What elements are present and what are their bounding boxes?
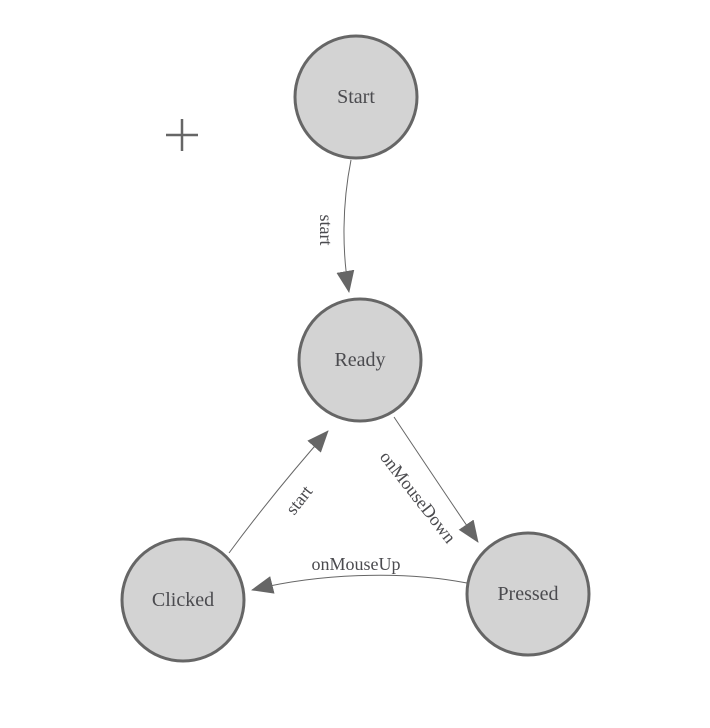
state-circle-start[interactable] (293, 34, 419, 160)
transition-clicked-to-ready[interactable]: start (228, 430, 329, 554)
state-circle-clicked[interactable] (120, 537, 246, 663)
state-circle-ready[interactable] (297, 297, 423, 423)
transition-label-clicked-to-ready: start (282, 482, 317, 519)
state-node-start[interactable]: Start (293, 34, 419, 160)
state-node-clicked[interactable]: Clicked (120, 537, 246, 663)
transition-ready-to-pressed[interactable]: onMouseDown (376, 416, 479, 547)
transition-path-ready-to-pressed[interactable] (393, 416, 479, 543)
transition-start-to-ready[interactable]: start (316, 159, 355, 293)
transition-path-pressed-to-clicked[interactable] (251, 574, 468, 594)
state-node-pressed[interactable]: Pressed (465, 531, 591, 657)
transition-path-start-to-ready[interactable] (336, 159, 355, 293)
transition-pressed-to-clicked[interactable]: onMouseUp (251, 554, 468, 594)
transition-label-start-to-ready: start (316, 215, 336, 246)
transition-label-pressed-to-clicked: onMouseUp (312, 554, 401, 574)
state-node-ready[interactable]: Ready (297, 297, 423, 423)
state-circle-pressed[interactable] (465, 531, 591, 657)
transition-path-clicked-to-ready[interactable] (228, 430, 329, 554)
crosshair-icon (166, 119, 198, 151)
